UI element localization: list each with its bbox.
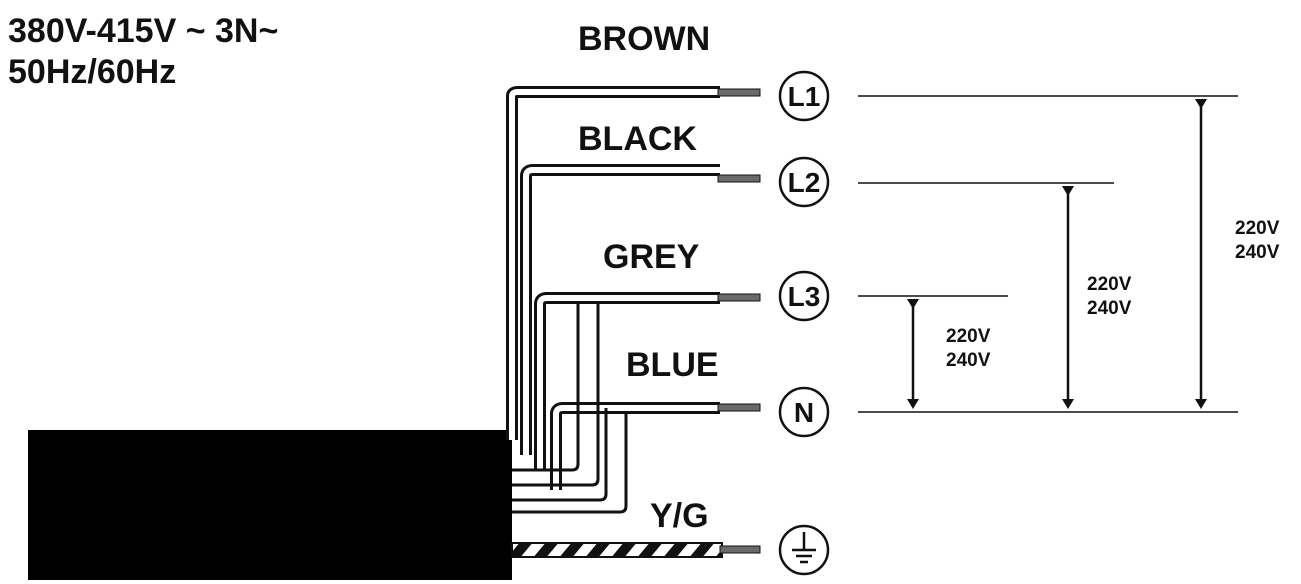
terminal-n: N	[778, 386, 830, 438]
voltage-l3-n-line2: 240V	[946, 350, 991, 371]
wire-blue-tip	[717, 403, 761, 412]
terminal-l3-label: L3	[788, 281, 821, 312]
cable-sheath	[28, 430, 512, 580]
terminal-l1-label: L1	[788, 81, 821, 112]
wire-grey	[534, 292, 761, 470]
wire-black	[520, 164, 761, 455]
terminal-n-label: N	[794, 397, 814, 428]
wire-yellow-green	[511, 542, 761, 558]
voltage-l2-n-line1: 220V	[1087, 274, 1132, 295]
voltage-l1-n-line2: 240V	[1235, 242, 1280, 263]
wire-grey-tip	[717, 293, 761, 302]
label-grey: GREY	[603, 238, 700, 276]
ground-icon	[792, 532, 816, 564]
voltage-l1-n-line1: 220V	[1235, 218, 1280, 239]
terminal-l1: L1	[778, 70, 830, 122]
label-black: BLACK	[578, 120, 697, 158]
terminal-earth	[778, 524, 830, 576]
label-yellow-green: Y/G	[650, 497, 709, 535]
terminal-l2-label: L2	[788, 167, 821, 198]
wire-brown-tip	[717, 88, 761, 97]
supply-frequency-label: 50Hz/60Hz	[8, 53, 176, 91]
supply-voltage-label: 380V-415V ~ 3N~	[8, 12, 278, 50]
label-blue: BLUE	[626, 346, 719, 384]
voltage-l2-n-line2: 240V	[1087, 298, 1132, 319]
wire-brown	[506, 86, 761, 440]
label-brown: BROWN	[578, 20, 710, 58]
wire-blue	[550, 402, 761, 490]
wire-bundle-strands	[512, 304, 628, 514]
wire-black-tip	[717, 174, 761, 183]
voltage-l3-n-line1: 220V	[946, 326, 991, 347]
wire-yellow-green-tip	[719, 545, 761, 554]
terminal-l2: L2	[778, 156, 830, 208]
terminal-l3: L3	[778, 270, 830, 322]
